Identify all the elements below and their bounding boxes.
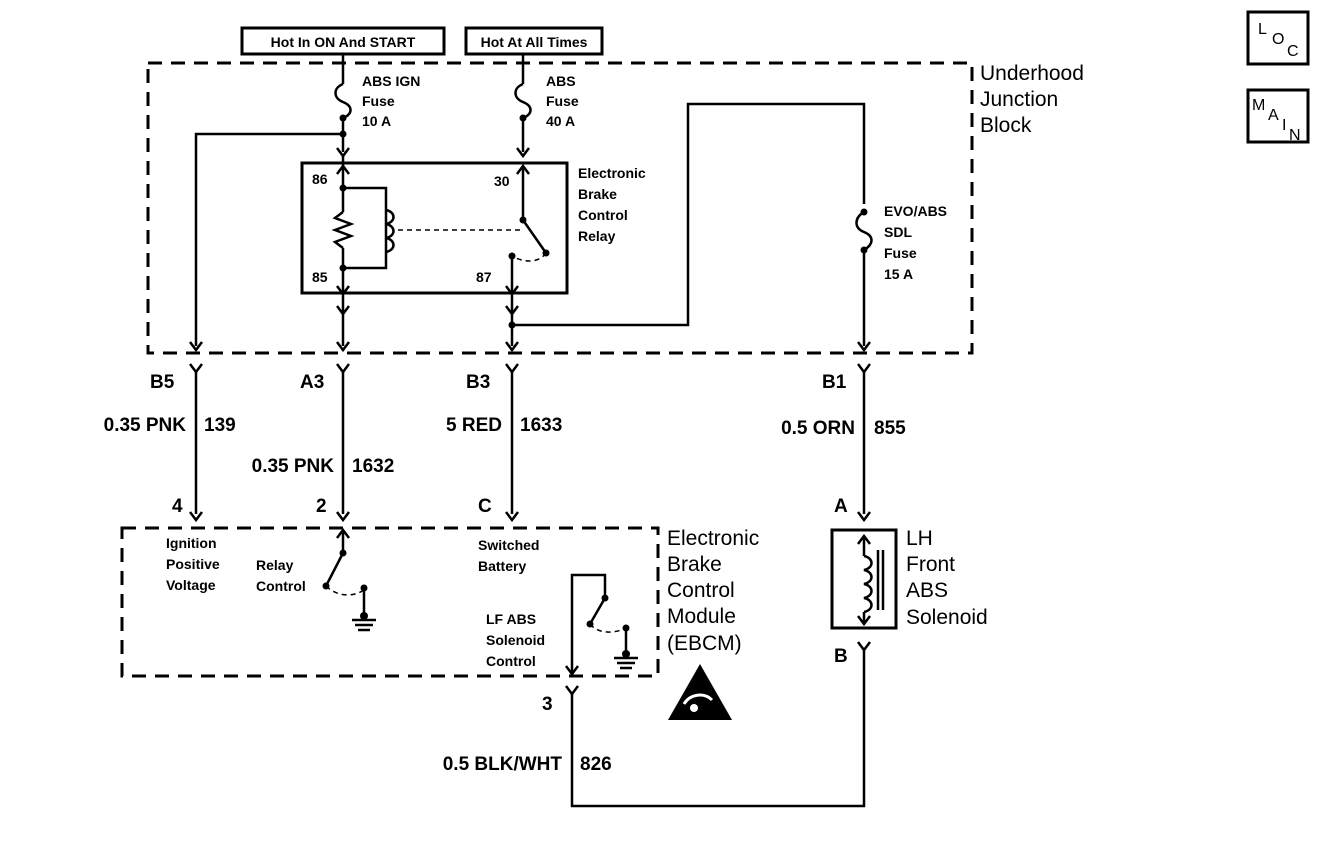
relay-coil (331, 156, 520, 297)
relay-control-label-2: Control (256, 578, 306, 594)
svg-text:L: L (1258, 21, 1267, 38)
svg-text:N: N (1289, 127, 1301, 144)
relay-pin-85: 85 (312, 269, 328, 285)
ignition-label-2: Positive (166, 556, 220, 572)
wire-826-gauge: 0.5 BLK/WHT (443, 754, 563, 775)
ebcm-outline (120, 526, 660, 678)
svg-text:C: C (1287, 43, 1299, 60)
solenoid-label-2: Front (906, 553, 955, 576)
svg-text:O: O (1272, 31, 1284, 48)
switched-battery-label-2: Battery (478, 558, 526, 574)
hot-all-times-box (464, 26, 604, 56)
lf-abs-solenoid-switch (565, 573, 638, 677)
relay-label-2: Brake (578, 186, 617, 202)
connector-b1: B1 (822, 372, 847, 393)
solenoid-pin-a: A (834, 496, 848, 517)
relay-box (300, 161, 569, 295)
relay-control-label-1: Relay (256, 557, 294, 573)
underhood-junction-block-outline (146, 61, 974, 355)
abs-ign-fuse-label-3: 10 A (362, 113, 391, 129)
ebcm-pin-4: 4 (172, 496, 183, 517)
abs-ign-fuse (334, 54, 352, 159)
solenoid-box (830, 528, 898, 630)
underhood-title-line-2: Junction (980, 88, 1058, 111)
hot-on-start-label: Hot In ON And START (271, 34, 416, 50)
hot-all-times-label: Hot At All Times (481, 34, 588, 50)
main-icon: M A I N (1246, 88, 1310, 144)
ebcm-label-5: (EBCM) (667, 632, 742, 655)
lf-abs-label-3: Control (486, 653, 536, 669)
svg-text:A: A (1268, 107, 1279, 124)
wire-1632-circuit: 1632 (352, 456, 394, 477)
ebcm-label-1: Electronic (667, 527, 759, 550)
switched-battery-label-1: Switched (478, 537, 539, 553)
solenoid-label-3: ABS (906, 579, 948, 602)
svg-text:M: M (1252, 97, 1265, 114)
connector-b3: B3 (466, 372, 490, 393)
loc-icon: L O C (1246, 10, 1310, 66)
ebcm-pin-2: 2 (316, 496, 327, 517)
connector-b5: B5 (150, 372, 175, 393)
evo-fuse-label-4: 15 A (884, 266, 913, 282)
abs-ign-fuse-label-1: ABS IGN (362, 73, 420, 89)
relay-pin-87: 87 (476, 269, 492, 285)
lf-abs-label-1: LF ABS (486, 611, 536, 627)
relay-contact (505, 163, 550, 297)
abs-fuse-label-2: Fuse (546, 93, 579, 109)
underhood-title-line-3: Block (980, 114, 1032, 137)
relay-control-switch (322, 527, 376, 632)
evo-abs-fuse (855, 208, 873, 353)
ebcm-label-2: Brake (667, 553, 722, 576)
ebcm-pin-3: 3 (542, 694, 553, 715)
wire-1633-gauge: 5 RED (446, 415, 502, 436)
wire-139-gauge: 0.35 PNK (104, 415, 187, 436)
ebcm-pin-c: C (478, 496, 492, 517)
solenoid-pin-b: B (834, 646, 848, 667)
solenoid-coil-icon (857, 533, 885, 627)
wire-855-circuit: 855 (874, 418, 906, 439)
underhood-title-line-1: Underhood (980, 62, 1084, 85)
relay-pin-30: 30 (494, 173, 510, 189)
evo-fuse-label-2: SDL (884, 224, 912, 240)
abs-fuse-label-3: 40 A (546, 113, 575, 129)
ignition-label-3: Voltage (166, 577, 216, 593)
abs-fuse (514, 54, 532, 159)
ebcm-label-4: Module (667, 605, 736, 628)
wire-1633-circuit: 1633 (520, 415, 562, 436)
ebcm-label-3: Control (667, 579, 735, 602)
relay-pin-86: 86 (312, 171, 328, 187)
wire-826-circuit: 826 (580, 754, 612, 775)
evo-fuse-label-1: EVO/ABS (884, 203, 947, 219)
esd-warning-icon (668, 664, 732, 720)
lf-abs-label-2: Solenoid (486, 632, 545, 648)
relay-label-1: Electronic (578, 165, 646, 181)
solenoid-label-1: LH (906, 527, 933, 550)
wire-139-circuit: 139 (204, 415, 236, 436)
wire-855-gauge: 0.5 ORN (781, 418, 855, 439)
wire-b3-to-evo-fuse (512, 102, 866, 327)
relay-label-3: Control (578, 207, 628, 223)
wire-826 (570, 650, 866, 808)
svg-text:I: I (1282, 117, 1286, 134)
ignition-label-1: Ignition (166, 535, 217, 551)
wire-1632-gauge: 0.35 PNK (252, 456, 335, 477)
abs-fuse-label-1: ABS (546, 73, 576, 89)
connector-a3: A3 (300, 372, 324, 393)
abs-ign-fuse-label-2: Fuse (362, 93, 395, 109)
relay-label-4: Relay (578, 228, 616, 244)
solenoid-label-4: Solenoid (906, 606, 988, 629)
wire-ign-to-b5 (194, 132, 343, 346)
evo-fuse-label-3: Fuse (884, 245, 917, 261)
